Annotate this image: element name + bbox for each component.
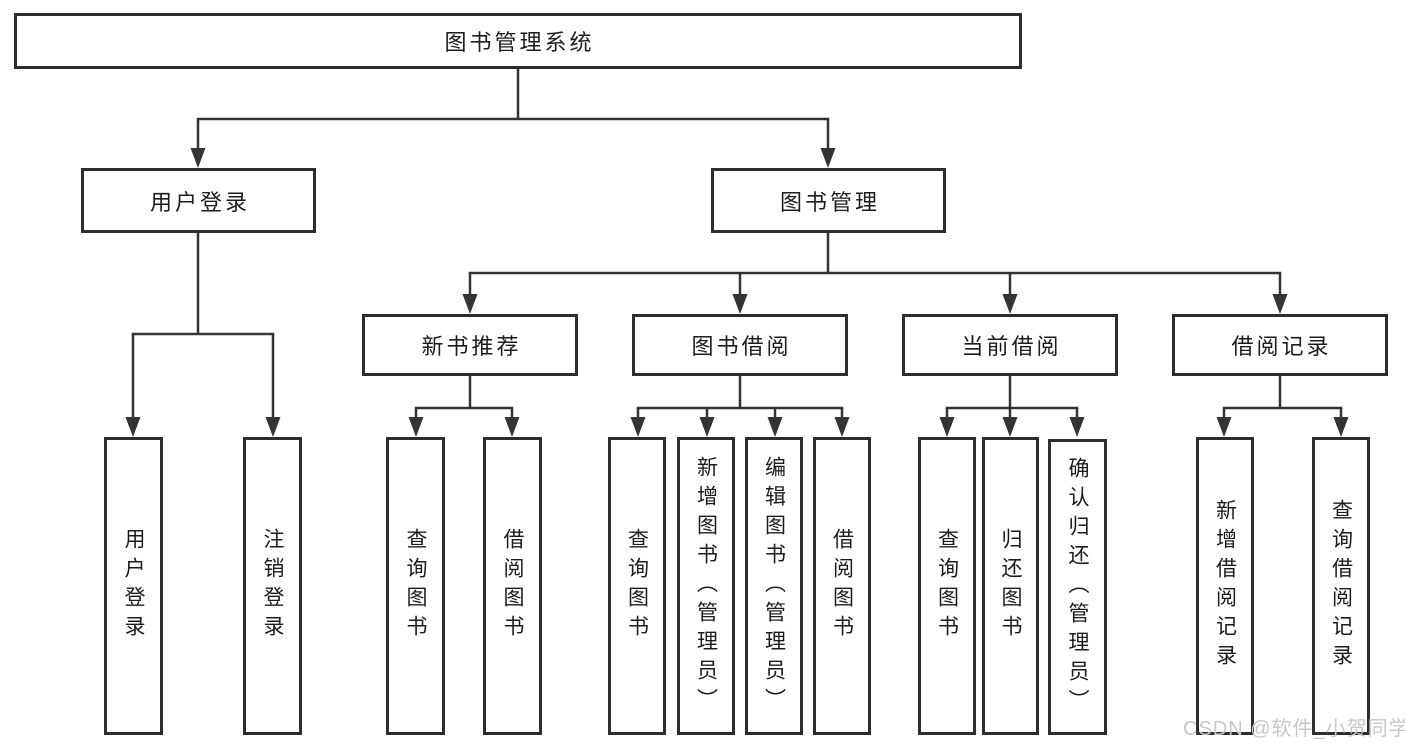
- node-library-management-system: 图书管理系统: [14, 13, 1022, 69]
- node-leaf-user-login: 用户登录: [104, 437, 163, 735]
- node-leaf-borrow-book-recommend: 借阅图书: [483, 437, 542, 735]
- node-leaf-confirm-return-admin: 确认归还（管理员）: [1048, 439, 1107, 735]
- node-borrowing-records: 借阅记录: [1172, 314, 1388, 376]
- node-leaf-query-book-borrowing: 查询图书: [608, 437, 666, 735]
- node-new-book-recommend: 新书推荐: [362, 314, 578, 376]
- node-book-borrowing: 图书借阅: [632, 314, 848, 376]
- node-leaf-edit-book-admin: 编辑图书（管理员）: [745, 437, 803, 735]
- node-leaf-add-borrow-record: 新增借阅记录: [1196, 437, 1254, 735]
- node-user-login-group: 用户登录: [81, 168, 316, 233]
- csdn-watermark: CSDN @软件_小贺同学: [1183, 718, 1405, 740]
- node-leaf-query-book-current: 查询图书: [918, 437, 976, 735]
- node-leaf-borrow-book: 借阅图书: [813, 437, 871, 735]
- node-leaf-query-book-recommend: 查询图书: [386, 437, 445, 735]
- node-book-management: 图书管理: [711, 168, 946, 233]
- node-leaf-add-book-admin: 新增图书（管理员）: [677, 437, 735, 735]
- node-leaf-query-borrow-record: 查询借阅记录: [1312, 437, 1370, 735]
- node-leaf-logout: 注销登录: [243, 437, 302, 735]
- arrowhead-icons: [125, 148, 1349, 437]
- node-leaf-return-book: 归还图书: [982, 437, 1039, 735]
- node-current-borrowing: 当前借阅: [902, 314, 1118, 376]
